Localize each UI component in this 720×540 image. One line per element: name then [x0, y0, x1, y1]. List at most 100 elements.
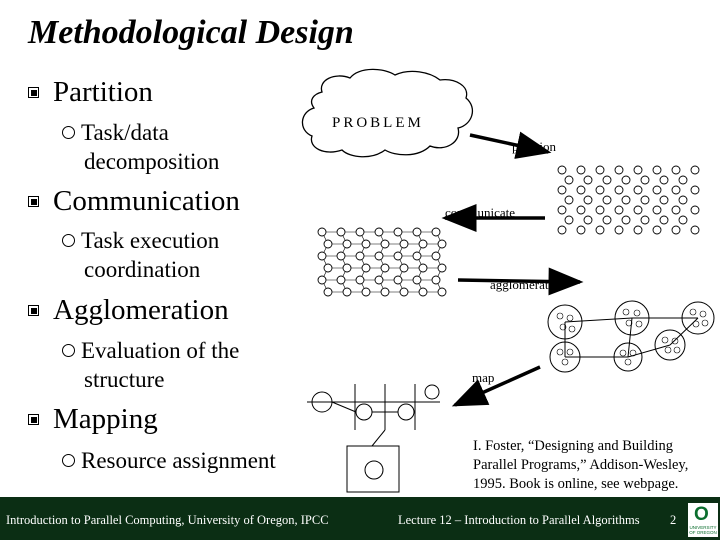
task-node — [399, 263, 409, 273]
problem-label: PROBLEM — [332, 115, 424, 131]
task-node — [317, 275, 327, 285]
task-node — [418, 263, 428, 273]
task-node — [633, 185, 643, 195]
sub-bullet-agglomeration: Evaluation of the structure — [62, 336, 239, 394]
task-node — [583, 195, 593, 205]
task-node — [323, 287, 333, 297]
task-node — [671, 205, 681, 215]
task-node — [602, 215, 612, 225]
task-node — [564, 195, 574, 205]
task-node — [361, 239, 371, 249]
map-arrow — [451, 365, 541, 407]
square-bullet-icon — [28, 196, 39, 207]
sub-line-2: structure — [84, 367, 165, 392]
sub-line-2: coordination — [84, 257, 201, 282]
task-node — [576, 185, 586, 195]
bullet-communication: Communication — [28, 185, 240, 218]
footer: Introduction to Parallel Computing, Univ… — [0, 497, 720, 540]
task-node — [361, 287, 371, 297]
task-node — [557, 225, 567, 235]
communicate-label: communicate — [445, 205, 515, 220]
task-node — [602, 175, 612, 185]
task-node — [374, 275, 384, 285]
task-node — [690, 205, 700, 215]
sub-bullet-communication: Task execution coordination — [62, 226, 219, 284]
task-node — [671, 165, 681, 175]
task-node — [671, 225, 681, 235]
footer-page-number: 2 — [670, 513, 677, 527]
task-node — [652, 165, 662, 175]
task-node — [355, 275, 365, 285]
task-node — [323, 263, 333, 273]
task-node — [652, 205, 662, 215]
task-node — [576, 205, 586, 215]
task-node — [595, 205, 605, 215]
square-bullet-icon — [28, 305, 39, 316]
task-node — [633, 225, 643, 235]
circle-bullet-icon — [62, 234, 75, 247]
sub-line-1: Evaluation of the — [81, 338, 240, 363]
agglomerated-clusters — [547, 300, 715, 373]
task-node — [355, 227, 365, 237]
task-node — [412, 251, 422, 261]
task-node — [317, 227, 327, 237]
map-label: map — [472, 370, 494, 385]
task-node — [336, 275, 346, 285]
task-node — [342, 239, 352, 249]
task-node — [595, 225, 605, 235]
circle-bullet-icon — [62, 344, 75, 357]
pcam-diagram: PROBLEM partition communicate agglomerat… — [301, 68, 715, 493]
task-node — [431, 251, 441, 261]
task-node — [652, 185, 662, 195]
task-node — [399, 287, 409, 297]
task-node — [380, 263, 390, 273]
task-node — [336, 227, 346, 237]
bullet-label: Agglomeration — [53, 294, 229, 326]
task-node — [640, 215, 650, 225]
task-node — [557, 185, 567, 195]
task-node — [418, 239, 428, 249]
bullet-partition: Partition — [28, 76, 153, 109]
problem-cloud — [301, 68, 474, 158]
citation: I. Foster, “Designing and Building Paral… — [473, 437, 718, 494]
task-node — [437, 239, 447, 249]
task-node — [374, 227, 384, 237]
task-node — [437, 263, 447, 273]
bullet-label: Mapping — [53, 403, 158, 435]
task-node — [652, 225, 662, 235]
partitioned-tasks — [557, 165, 700, 235]
task-node — [418, 287, 428, 297]
task-node — [336, 251, 346, 261]
task-node — [621, 175, 631, 185]
task-node — [431, 275, 441, 285]
task-node — [583, 175, 593, 185]
task-node — [576, 165, 586, 175]
task-node — [393, 251, 403, 261]
task-node — [431, 227, 441, 237]
task-node — [678, 195, 688, 205]
task-node — [412, 275, 422, 285]
slide-title: Methodological Design — [28, 14, 354, 51]
task-node — [576, 225, 586, 235]
task-node — [393, 227, 403, 237]
sub-line-1: Task/data — [81, 120, 169, 145]
communication-graph — [317, 227, 447, 297]
task-node — [614, 225, 624, 235]
task-node — [659, 175, 669, 185]
footer-course: Introduction to Parallel Computing, Univ… — [6, 513, 329, 527]
task-node — [374, 251, 384, 261]
university-logo: O UNIVERSITY OF OREGON — [688, 503, 718, 537]
processor-mapping — [307, 384, 440, 493]
bullet-agglomeration: Agglomeration — [28, 294, 229, 327]
sub-line-1: Task execution — [81, 228, 220, 253]
circle-bullet-icon — [62, 126, 75, 139]
partition-arrow — [469, 131, 552, 159]
task-node — [602, 195, 612, 205]
task-node — [342, 263, 352, 273]
bullet-label: Communication — [53, 185, 240, 217]
task-node — [633, 165, 643, 175]
task-node — [678, 175, 688, 185]
task-node — [564, 215, 574, 225]
logo-letter: O — [694, 504, 709, 525]
task-node — [437, 287, 447, 297]
